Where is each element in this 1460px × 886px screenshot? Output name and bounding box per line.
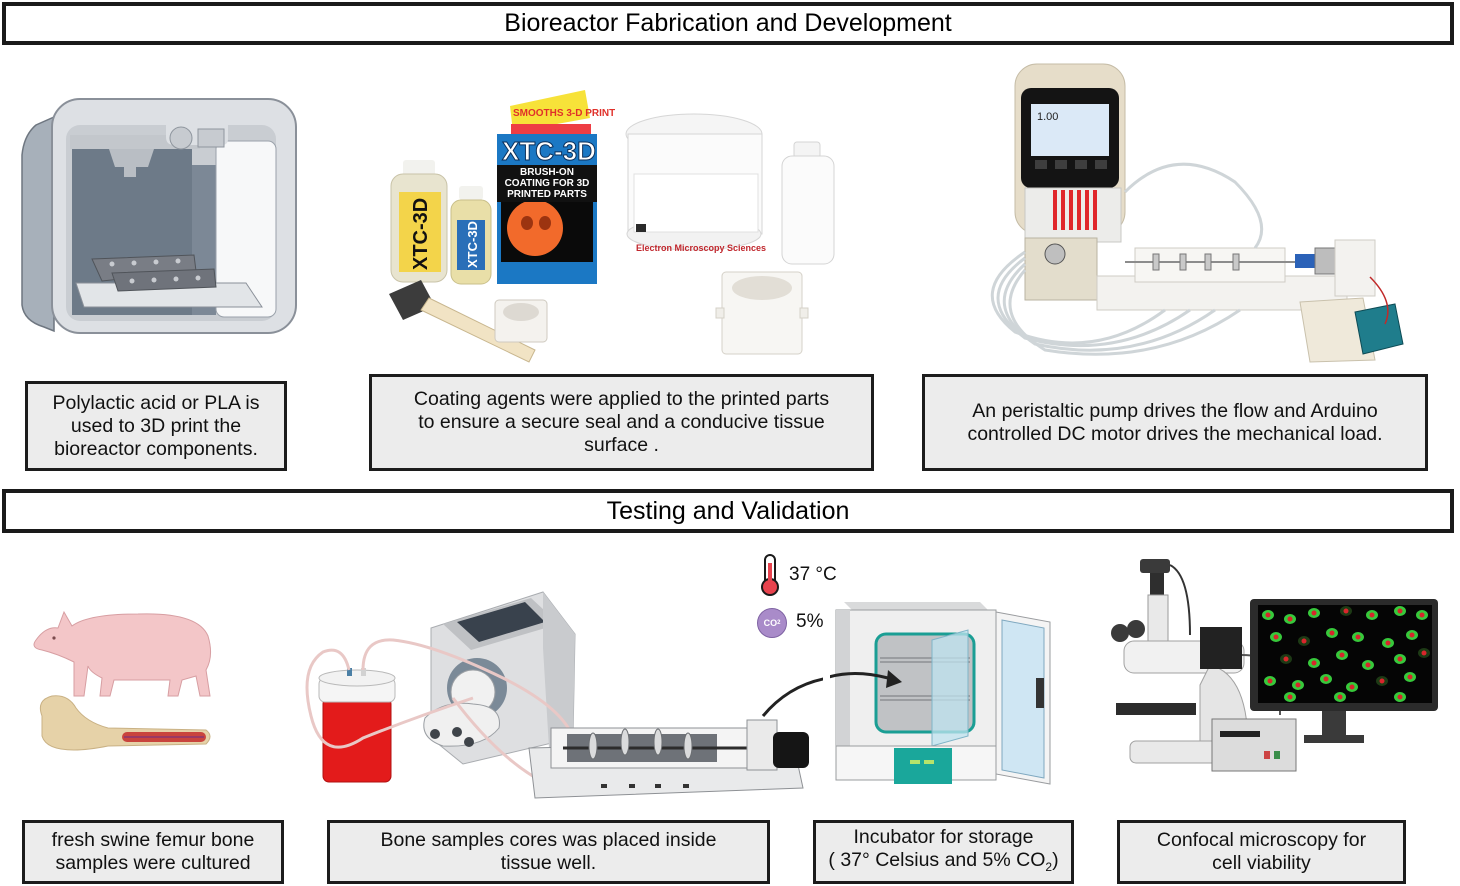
caption-coating-agents: Coating agents were applied to the print…	[369, 374, 874, 471]
cell-nucleus	[1287, 694, 1293, 700]
jar-brand-text: Electron Microscopy Sciences	[636, 243, 767, 253]
box-brand-text: XTC-3D	[502, 136, 596, 166]
cell-nucleus	[1407, 674, 1413, 680]
cell-nucleus	[1311, 610, 1317, 616]
bottle-small-label: XTC-3D	[465, 221, 480, 268]
cell-nucleus	[1311, 660, 1317, 666]
caption-pla-printing: Polylactic acid or PLA is used to 3D pri…	[25, 381, 287, 471]
cell-nucleus	[1349, 684, 1355, 690]
co2-badge-sub: 2	[777, 620, 781, 626]
pump-arduino-setup-photo: 1.00	[990, 63, 1404, 363]
swine-femur-illustration	[33, 610, 212, 751]
cell-nucleus	[1295, 682, 1301, 688]
temperature-value: 37 °C	[789, 564, 837, 585]
caption-pump-arduino: An peristaltic pump drives the flow and …	[922, 374, 1428, 471]
cell-nucleus	[1385, 640, 1391, 646]
confocal-microscope-illustration	[1111, 559, 1438, 772]
sealant-jar-photo	[625, 113, 835, 355]
pump-display-value: 1.00	[1037, 111, 1058, 123]
caption-text: Incubator for storage( 37° Celsius and 5…	[828, 825, 1059, 874]
section-title: Bioreactor Fabrication and Development	[504, 9, 952, 37]
caption-incubator: Incubator for storage( 37° Celsius and 5…	[813, 820, 1074, 884]
co2-badge-text: CO	[763, 618, 778, 628]
cell-nucleus	[1397, 694, 1403, 700]
3d-printer-illustration	[21, 98, 297, 334]
co2-value: 5%	[796, 611, 824, 632]
cell-nucleus	[1301, 638, 1307, 644]
cell-nucleus	[1273, 634, 1279, 640]
caption-text: An peristaltic pump drives the flow and …	[967, 399, 1383, 445]
cell-nucleus	[1369, 612, 1375, 618]
section-banner-fabrication: Bioreactor Fabrication and Development	[2, 2, 1454, 45]
cell-nucleus	[1343, 608, 1349, 614]
cell-nucleus	[1267, 678, 1273, 684]
cell-nucleus	[1365, 662, 1371, 668]
section-banner-validation: Testing and Validation	[2, 489, 1454, 533]
cell-nucleus	[1419, 612, 1425, 618]
cell-nucleus	[1421, 650, 1427, 656]
cell-nucleus	[1339, 652, 1345, 658]
cell-nucleus	[1287, 616, 1293, 622]
cell-nucleus	[1355, 634, 1361, 640]
bioreactor-pump-circuit-illustration	[305, 591, 823, 799]
cell-nucleus	[1265, 612, 1271, 618]
cell-nucleus	[1283, 656, 1289, 662]
cell-nucleus	[1409, 632, 1415, 638]
cell-nucleus	[1379, 678, 1385, 684]
incubator-illustration	[830, 602, 1051, 785]
caption-text: Coating agents were applied to the print…	[413, 388, 830, 456]
xtc3d-products-photo: SMOOTHS 3-D PRINTS! XTC-3D XTC-3D XTC-3D	[389, 90, 615, 363]
section-title: Testing and Validation	[606, 496, 850, 525]
thermometer-icon	[761, 554, 779, 596]
caption-text: Polylactic acid or PLA is used to 3D pri…	[52, 391, 260, 460]
box-banner-text: SMOOTHS 3-D PRINTS!	[513, 108, 615, 119]
box-tagline-text: BRUSH-ON COATING FOR 3D PRINTED PARTS	[497, 165, 597, 202]
bottle-large-label: XTC-3D	[410, 198, 432, 270]
cell-nucleus	[1329, 630, 1335, 636]
cell-fluorescence-dots	[1262, 606, 1430, 702]
cell-nucleus	[1337, 694, 1343, 700]
cell-nucleus	[1397, 656, 1403, 662]
cell-nucleus	[1397, 608, 1403, 614]
cell-nucleus	[1323, 676, 1329, 682]
